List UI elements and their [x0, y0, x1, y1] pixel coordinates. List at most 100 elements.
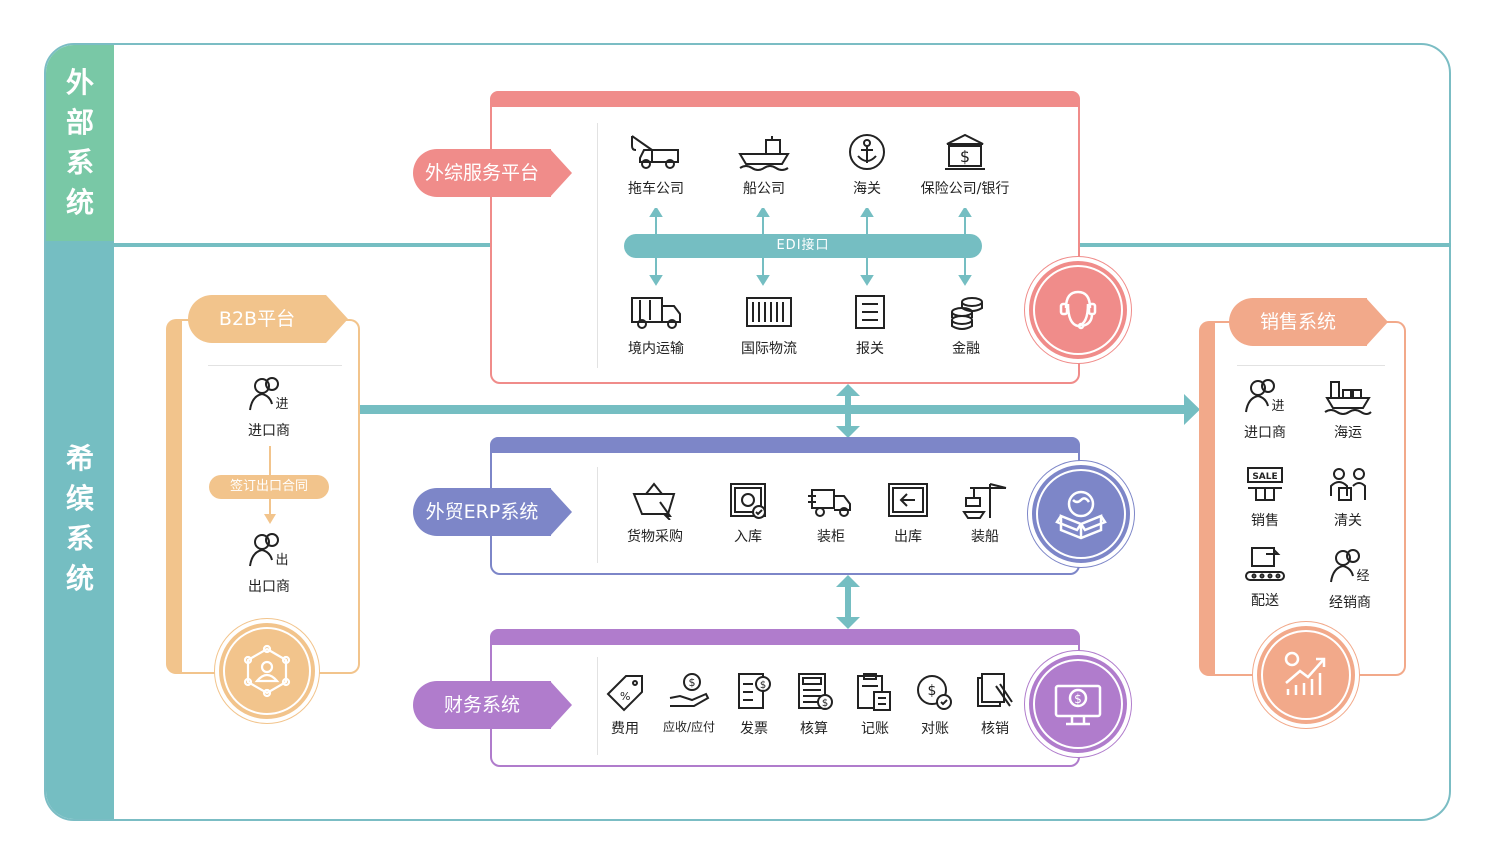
tag-arrow: [550, 488, 572, 536]
tag-arrow: [550, 149, 572, 197]
b2b-network-badge: [215, 619, 319, 723]
calculator-icon: $: [798, 673, 833, 710]
svg-text:%: %: [620, 690, 630, 703]
cargo-ship-icon: [738, 136, 790, 171]
panel-divider: [597, 657, 598, 755]
warehousing-in-item: 入库: [693, 482, 803, 546]
invoice-item: $ 发票: [699, 672, 809, 738]
svg-text:$: $: [1074, 692, 1082, 706]
officer-luggage-icon: [1330, 468, 1366, 501]
monitor-dollar-icon: $: [1054, 684, 1102, 726]
panel-header-bar: [490, 437, 1080, 453]
finance-item: 金融: [911, 292, 1021, 358]
finance-tag: 财务系统: [413, 681, 551, 729]
container-ship-icon: [1324, 381, 1372, 415]
purchase-item: 货物采购: [600, 482, 710, 546]
safe-icon: [730, 483, 766, 519]
container-loading-item: 装柜: [776, 482, 886, 546]
panel-divider: [597, 123, 598, 368]
edi-interface-bar: EDI接口: [624, 234, 982, 258]
tow-truck-icon: [631, 135, 679, 169]
panel-header-bar: [490, 91, 1080, 107]
headset-icon: [1059, 290, 1097, 330]
b2b-exporter-item: 出 出口商: [214, 532, 324, 596]
finance-monitor-badge: $: [1025, 651, 1131, 757]
receivable-payable-item: $ 应收/应付: [634, 672, 744, 735]
growth-chart-icon: [1284, 651, 1326, 695]
shopping-basket-icon: [632, 482, 676, 520]
flow-arrow-head: [1184, 394, 1200, 425]
panel-divider: [208, 365, 342, 366]
delivery-truck-icon: [808, 489, 851, 517]
coin-stack-icon: [951, 297, 983, 330]
coin-check-icon: $: [917, 675, 952, 710]
international-logistics-item: 国际物流: [714, 292, 824, 358]
truck-icon: [631, 297, 681, 329]
sales-growth-badge: [1253, 622, 1359, 728]
reconciliation-item: $ 对账: [880, 672, 990, 738]
delivery-item: 配送: [1210, 546, 1320, 610]
svg-text:$: $: [760, 680, 766, 691]
svg-text:经: 经: [1356, 569, 1369, 584]
ship-loading-item: 装船: [930, 482, 1040, 546]
erp-globe-badge: [1028, 461, 1134, 567]
domestic-transport-item: 境内运输: [601, 292, 711, 358]
external-system-label: 外 部 系 统: [65, 66, 94, 219]
b2b-importer-item: 进 进口商: [214, 376, 324, 440]
people-dealer-icon: 经: [1330, 549, 1370, 584]
double-arrow-ext-erp: [836, 384, 860, 438]
globe-box-icon: [1055, 490, 1107, 540]
people-import-icon: 进: [249, 377, 289, 412]
conveyor-icon: [1245, 547, 1285, 581]
panel-divider: [597, 467, 598, 563]
customer-service-badge: [1025, 257, 1131, 363]
external-platform-tag: 外综服务平台: [413, 149, 551, 197]
clipboard-calc-icon: [857, 673, 891, 711]
bookkeeping-item: 记账: [820, 672, 930, 738]
sales-title-tag: 销售系统: [1229, 298, 1367, 346]
svg-text:进: 进: [1271, 399, 1284, 414]
people-export-icon: 出: [249, 533, 289, 568]
panel-header-bar: [490, 629, 1080, 645]
tow-company-item: 拖车公司: [601, 132, 711, 198]
double-arrow-erp-finance: [836, 575, 860, 629]
people-import-icon: 进: [1245, 379, 1285, 414]
documents-pen-icon: [977, 673, 1013, 707]
sea-freight-item: 海运: [1293, 378, 1403, 442]
bank-icon: $: [945, 133, 985, 170]
customs-declaration-item: 报关: [815, 292, 925, 358]
shipping-company-item: 船公司: [709, 132, 819, 198]
b2b-title-tag: B2B平台: [188, 295, 326, 343]
customs-clearance-item: 清关: [1293, 466, 1403, 530]
hand-coin-icon: $: [669, 673, 710, 707]
panel-divider: [1237, 365, 1385, 366]
svg-text:SALE: SALE: [1252, 472, 1277, 482]
exit-door-icon: [888, 483, 928, 517]
expense-item: % 费用: [570, 672, 680, 738]
accounting-item: $ 核算: [759, 672, 869, 738]
internal-system-column: 希 缤 系 统: [46, 241, 114, 819]
insurance-bank-item: $ 保险公司/银行: [910, 132, 1020, 198]
warehousing-out-item: 出库: [853, 482, 963, 546]
svg-text:$: $: [928, 683, 937, 699]
tag-arrow: [550, 681, 572, 729]
write-off-item: 核销: [940, 672, 1050, 738]
invoice-icon: $: [738, 673, 771, 709]
svg-text:$: $: [960, 147, 970, 166]
sales-item: SALE 销售: [1210, 466, 1320, 530]
external-system-column: 外 部 系 统: [46, 45, 114, 241]
anchor-icon: [849, 134, 885, 170]
erp-panel: [490, 437, 1080, 575]
form-list-icon: [855, 295, 885, 329]
network-user-icon: [243, 644, 291, 698]
tag-arrow: [1366, 298, 1388, 346]
price-tag-icon: %: [606, 675, 643, 712]
sign-contract-pill: 签订出口合同: [209, 475, 329, 499]
sale-sign-icon: SALE: [1247, 467, 1283, 501]
crane-icon: [962, 483, 1007, 519]
customs-item: 海关: [812, 132, 922, 198]
erp-tag: 外贸ERP系统: [413, 488, 551, 536]
svg-text:进: 进: [275, 397, 288, 412]
tag-arrow: [326, 295, 348, 343]
svg-text:出: 出: [275, 553, 288, 568]
